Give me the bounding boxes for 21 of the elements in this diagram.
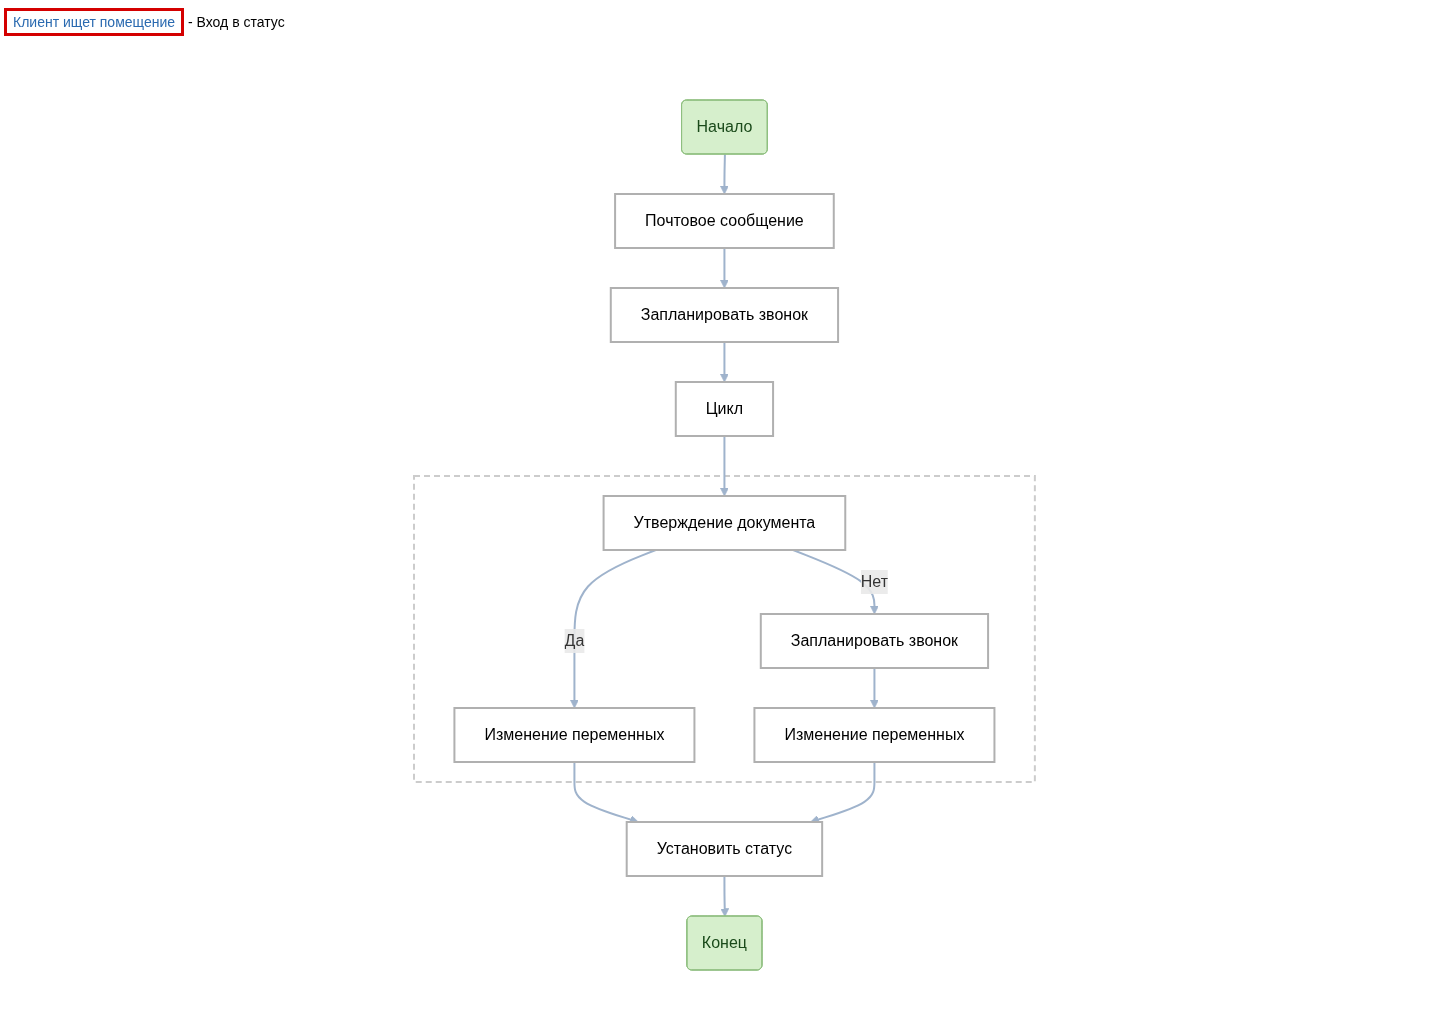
- edge-label: Нет: [860, 573, 888, 590]
- breadcrumb-text: - Вход в статус: [188, 14, 285, 30]
- node-box: Изменение переменных: [753, 707, 995, 763]
- arrow: [573, 761, 639, 824]
- node-box: Изменение переменных: [453, 707, 695, 763]
- node-box: Цикл: [674, 381, 774, 437]
- arrow: [719, 341, 729, 383]
- arrow: [719, 875, 729, 917]
- arrow: [869, 667, 879, 709]
- edge-label: Да: [564, 632, 584, 649]
- breadcrumb-link: Клиент ищет помещение: [4, 8, 185, 36]
- arrow: [719, 247, 729, 289]
- arrow: [719, 435, 729, 497]
- node-box: Запланировать звонок: [609, 287, 839, 343]
- arrow: [719, 153, 729, 195]
- node-box: Почтовое сообщение: [613, 193, 835, 249]
- cluster: [412, 475, 1036, 783]
- node-box: Установить статус: [625, 821, 823, 877]
- node-box: Запланировать звонок: [759, 613, 989, 669]
- node-box: Утверждение документа: [602, 495, 846, 551]
- arrow: [569, 549, 657, 709]
